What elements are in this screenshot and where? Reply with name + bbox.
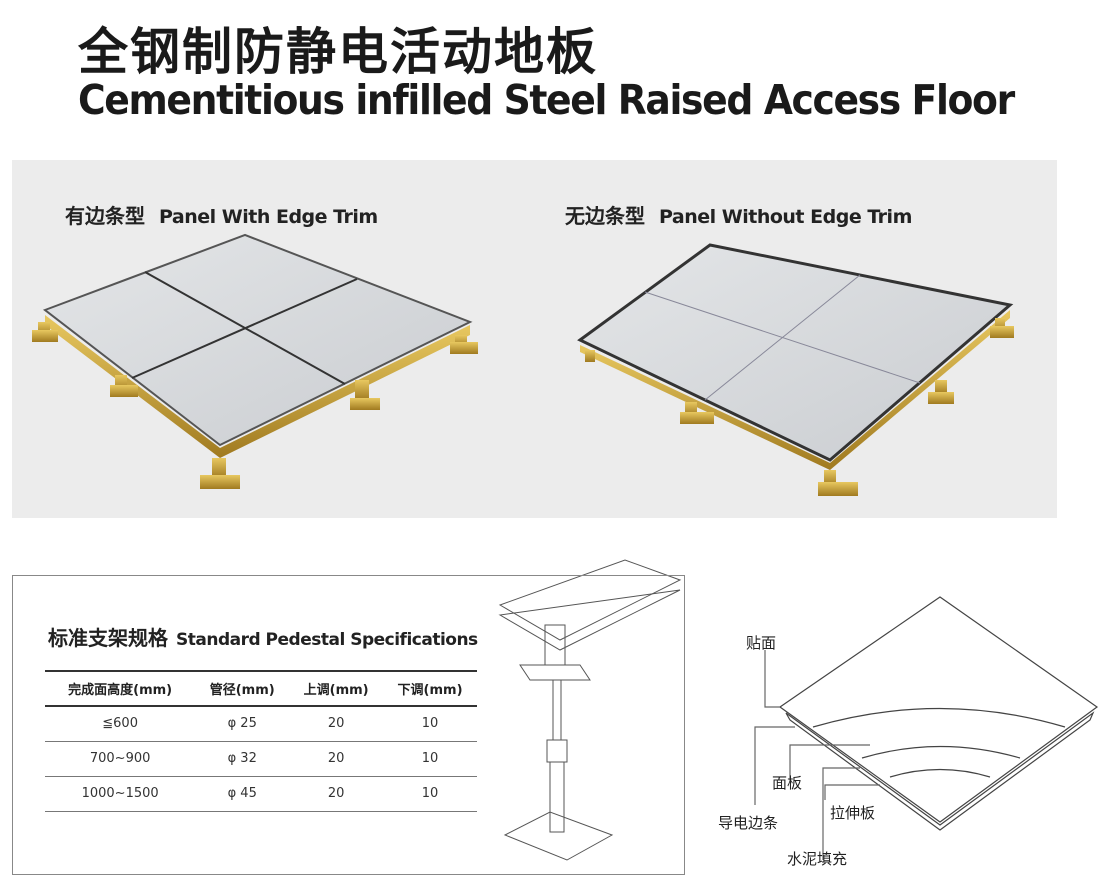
label-cn: 有边条型	[65, 204, 145, 228]
cell: 20	[289, 706, 384, 742]
col-header: 完成面高度(mm)	[45, 670, 196, 707]
table-header-row: 完成面高度(mm) 管径(mm) 上调(mm) 下调(mm)	[45, 670, 477, 707]
col-header: 管径(mm)	[195, 670, 290, 707]
title-cn: 全钢制防静电活动地板	[78, 23, 598, 81]
cell: 10	[383, 741, 477, 777]
floor-with-edge-trim-image	[32, 233, 478, 489]
title-en: Cementitious infilled Steel Raised Acces…	[78, 76, 1015, 124]
label-stretched-plate: 拉伸板	[830, 804, 876, 822]
cell: 20	[289, 776, 384, 812]
spec-title-en: Standard Pedestal Specifications	[176, 630, 478, 650]
label-cn: 无边条型	[565, 204, 645, 228]
cell: ≦600	[45, 706, 196, 742]
cell: φ 25	[195, 706, 290, 742]
cell: 10	[383, 706, 477, 742]
panel-label-edge-trim: 有边条型 Panel With Edge Trim	[65, 200, 378, 229]
cell: 700~900	[45, 741, 196, 777]
panel-label-no-edge-trim: 无边条型 Panel Without Edge Trim	[565, 200, 912, 229]
label-facing: 贴面	[746, 634, 777, 652]
label-panel: 面板	[772, 774, 803, 792]
floor-without-edge-trim-image	[577, 243, 1014, 496]
cell: 10	[383, 776, 477, 812]
spec-title-cn: 标准支架规格	[48, 626, 168, 650]
label-en: Panel With Edge Trim	[159, 206, 378, 228]
col-header: 上调(mm)	[289, 670, 384, 707]
panel-exploded-diagram	[754, 596, 1099, 860]
spec-box	[12, 575, 685, 875]
label-conductive-trim: 导电边条	[718, 814, 779, 832]
label-cement-fill: 水泥填充	[787, 850, 848, 868]
cell: 1000~1500	[45, 776, 196, 812]
label-en: Panel Without Edge Trim	[659, 206, 912, 228]
col-header: 下调(mm)	[383, 670, 477, 707]
cell: 20	[289, 741, 384, 777]
spec-title: 标准支架规格 Standard Pedestal Specifications	[48, 622, 478, 651]
cell: φ 45	[195, 776, 290, 812]
cell: φ 32	[195, 741, 290, 777]
